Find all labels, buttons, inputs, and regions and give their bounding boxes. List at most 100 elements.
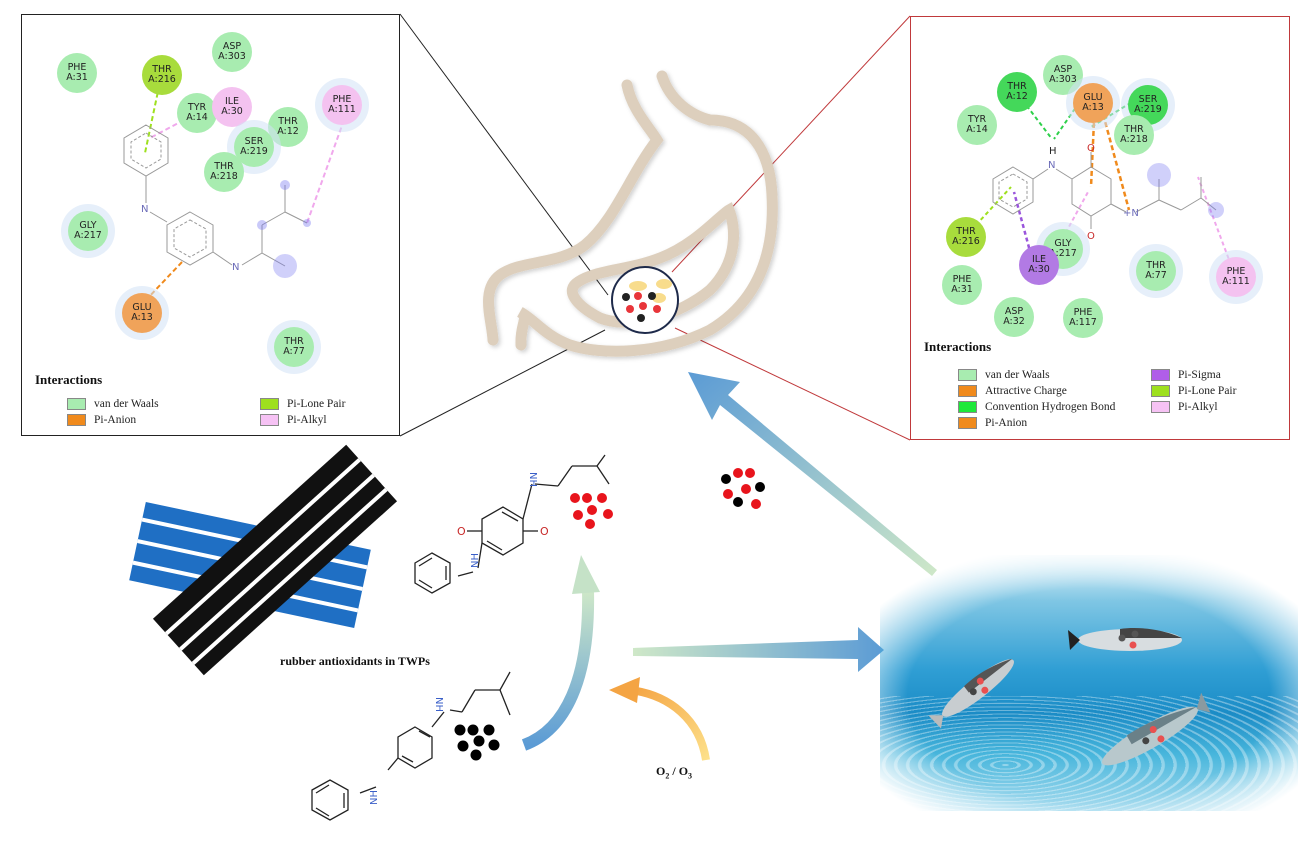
oxidant-label: O2 / O3: [656, 764, 693, 781]
legend-swatch: [958, 385, 977, 397]
ppd-docking-structure: N N: [123, 76, 345, 301]
hydrophobic-glow: [303, 219, 311, 227]
bond: [1180, 197, 1202, 211]
arrow-to-ocean: [633, 627, 884, 672]
legend-swatch: [260, 414, 279, 426]
arrow-ppd-to-quinone: [521, 589, 595, 751]
bond: [1200, 197, 1217, 211]
legend-swatch: [67, 398, 86, 410]
zoom-line-right-top: [671, 15, 911, 273]
hydrophobic-glow: [1208, 202, 1224, 218]
pi-alkyl-line: [149, 119, 185, 139]
pi-lone-pair-line: [975, 186, 1012, 226]
bond: [1135, 199, 1160, 213]
arrow-oxidation-head: [609, 677, 640, 703]
legend-item-h-bond: Convention Hydrogen Bond: [958, 401, 1115, 413]
legend-item-pi-alkyl: Pi-Alkyl: [1151, 401, 1218, 413]
legend-swatch: [1151, 385, 1170, 397]
hydrophobic-glow: [1147, 163, 1171, 187]
legend-title: Interactions: [35, 372, 103, 387]
arrow-ocean-to-stomach: [688, 372, 937, 576]
arrow-oxidation: [629, 686, 710, 761]
atom-label-h: H: [1049, 146, 1057, 157]
bond: [241, 252, 263, 266]
legend-item-pi-sigma: Pi-Sigma: [1151, 369, 1221, 381]
legend-swatch: [1151, 401, 1170, 413]
atom-label-n-plus: +N: [1123, 208, 1139, 219]
benzene-ring: [166, 211, 214, 266]
pi-sigma-line: [1012, 191, 1033, 256]
legend-item-vdw: van der Waals: [67, 398, 159, 410]
bond: [1055, 168, 1073, 180]
hydrophobic-glow: [273, 254, 297, 278]
legend-item-pi-alkyl: Pi-Alkyl: [260, 414, 327, 426]
atom-label-n: N: [1048, 160, 1055, 171]
legend-item-pi-anion: Pi-Anion: [958, 417, 1027, 429]
bond: [1158, 199, 1182, 211]
legend-title: Interactions: [924, 339, 992, 354]
bond: [1110, 203, 1127, 213]
legend-swatch: [958, 369, 977, 381]
bond: [261, 211, 286, 226]
bond: [149, 211, 168, 223]
legend-swatch: [67, 414, 86, 426]
atom-label-n: N: [141, 204, 148, 215]
arrow-ppd-to-quinone-head: [572, 555, 600, 594]
tire-caption: rubber antioxidants in TWPs: [280, 654, 430, 668]
benzene-ring-inner: [130, 132, 162, 169]
legend-swatch: [958, 417, 977, 429]
bond: [1032, 168, 1049, 180]
zoom-line-left-top: [399, 13, 609, 296]
pi-alkyl-line: [306, 119, 345, 224]
legend-swatch: [958, 401, 977, 413]
bond: [284, 211, 308, 224]
legend-item-pi-lone-pair: Pi-Lone Pair: [1151, 385, 1236, 397]
bond: [212, 251, 233, 266]
legend-swatch: [1151, 369, 1170, 381]
legend-item-pi-anion: Pi-Anion: [67, 414, 136, 426]
sand-floor: [880, 695, 1298, 811]
benzene-ring-inner: [998, 173, 1028, 208]
atom-label-o: O: [1087, 143, 1095, 154]
legend-swatch: [260, 398, 279, 410]
ocean-scene: [880, 555, 1298, 811]
hydrophobic-glow: [257, 220, 267, 230]
legend-item-pi-lone-pair: Pi-Lone Pair: [260, 398, 345, 410]
legend-item-attractive-charge: Attractive Charge: [958, 385, 1067, 397]
zoom-line-left-bottom: [399, 329, 606, 437]
bond: [261, 252, 286, 267]
pi-alkyl-line: [1197, 176, 1232, 266]
legend-item-vdw: van der Waals: [958, 369, 1050, 381]
hydrophobic-glow: [280, 180, 290, 190]
pi-anion-line: [145, 261, 183, 301]
pi-anion-line: [1089, 98, 1097, 188]
atom-label-n: N: [232, 262, 239, 273]
benzene-ring-inner: [173, 219, 207, 258]
